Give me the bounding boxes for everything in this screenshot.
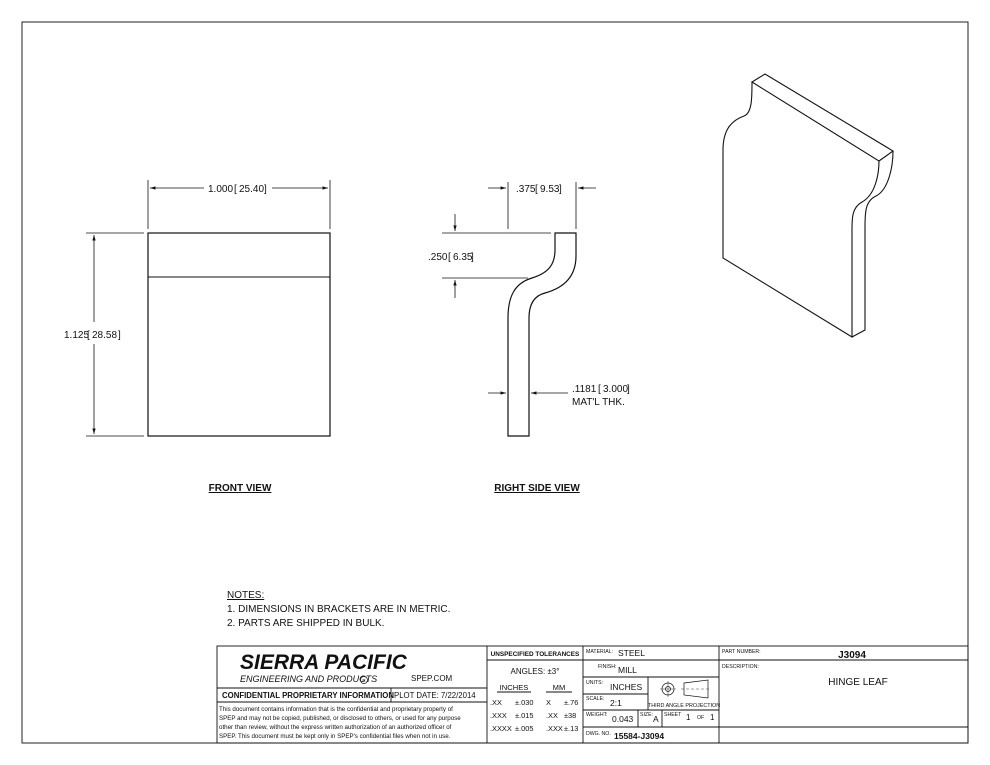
tol-fmt: X [546,698,551,707]
finish-value: MILL [618,665,637,675]
units-value: INCHES [610,682,642,692]
size-label: SIZE: [640,712,653,718]
confidential-text: other than review, without the express w… [219,724,452,731]
iso-top-face [751,73,895,162]
bracket: [ [535,184,538,195]
part-number: J3094 [838,650,866,661]
description-value: HINGE LEAF [828,677,887,688]
front-view: 1.000 [ 25.40 ] 1.125 [ 28.58 ] FRONT VI… [64,180,331,494]
side-thk-note: MAT'L THK. [572,397,625,408]
iso-front-face [722,81,880,338]
side-thk-dim-mm: 3.000 [603,384,628,395]
sheet-value: 1 [686,713,691,722]
tolerances-heading: UNSPECIFIED TOLERANCES [491,651,580,658]
bracket: ] [264,184,267,195]
part-number-label: PART NUMBER: [722,649,761,655]
size-value: A [653,714,659,724]
scale-value: 2:1 [610,698,622,708]
mm-label: MM [553,683,566,692]
sheet-total: 1 [710,713,715,722]
finish-label: FINISH: [598,664,616,670]
tol-value: ±.005 [515,724,533,733]
front-height-dim: 1.125 [64,330,89,341]
description-label: DESCRIPTION: [722,664,759,670]
third-angle-projection-icon [660,679,711,699]
of-label: OF [697,715,704,721]
dwg-label: DWG. NO. [586,731,611,737]
front-width-dim-mm: 25.40 [239,184,264,195]
side-thk-dim: .1181 [572,384,597,395]
company-website: SPEP.COM [411,674,453,683]
registered-mark: R [362,678,366,683]
units-label: UNITS: [586,680,603,686]
front-view-label: FRONT VIEW [209,483,272,494]
note-item: 2. PARTS ARE SHIPPED IN BULK. [227,618,384,629]
weight-label: WEIGHT: [586,712,608,718]
confidential-text: This document contains information that … [219,706,453,713]
plot-date: PLOT DATE: 7/22/2014 [394,691,476,700]
company-name: SIERRA PACIFIC [240,651,408,674]
isometric-view [722,73,895,338]
tol-value: ±.13 [564,724,578,733]
iso-right-face [851,150,894,338]
tol-value: ±.76 [564,698,578,707]
front-view-outline [147,232,331,437]
confidential-text: SPEP. This document must be kept only in… [219,733,451,740]
inches-label: INCHES [500,683,529,692]
front-width-dim: 1.000 [208,184,233,195]
bracket: ] [627,384,630,395]
notes: NOTES: 1. DIMENSIONS IN BRACKETS ARE IN … [227,590,450,629]
notes-heading: NOTES: [227,590,264,601]
weight-value: 0.043 [612,714,634,724]
tol-fmt: .XX [546,711,558,720]
tol-fmt: .XXX [546,724,563,733]
confidential-text: SPEP and may not be copied, published, o… [219,715,461,722]
company-subtitle: ENGINEERING AND PRODUCTS [240,674,377,684]
side-offset-dim-mm: 6.35 [453,252,473,263]
projection-label: THIRD ANGLE PROJECTION [648,703,720,709]
angles-tolerance: ANGLES: ±3° [511,667,560,676]
tol-value: ±.030 [515,698,533,707]
title-block [216,645,969,744]
tol-fmt: .XXXX [490,724,512,733]
title-block-frame [216,645,969,744]
front-height-dim-mm: 28.58 [92,330,117,341]
material-value: STEEL [618,648,645,658]
bracket: [ [234,184,237,195]
side-offset-dim: .250 [428,252,448,263]
scale-label: SCALE: [586,696,604,702]
confidential-title: CONFIDENTIAL PROPRIETARY INFORMATION [222,691,394,700]
registered-mark-icon [360,676,368,684]
tol-fmt: .XX [490,698,502,707]
side-view: .375 [ 9.53 ] .250 [ 6.35 ] .1181 [ 3.00… [428,182,630,494]
bracket: ] [471,252,474,263]
side-depth-dim: .375 [516,184,536,195]
bracket: [ [87,330,90,341]
note-item: 1. DIMENSIONS IN BRACKETS ARE IN METRIC. [227,604,450,615]
sheet-label: SHEET [664,712,682,718]
bracket: ] [118,330,121,341]
side-view-profile [507,232,577,437]
tol-value: ±.015 [515,711,533,720]
bracket: [ [598,384,601,395]
tol-value: ±38 [564,711,576,720]
tol-fmt: .XXX [490,711,507,720]
sheet-border [21,21,969,744]
material-label: MATERIAL: [586,649,613,655]
side-depth-dim-mm: 9.53 [540,184,560,195]
bracket: [ [448,252,451,263]
bracket: ] [559,184,562,195]
side-view-label: RIGHT SIDE VIEW [494,483,580,494]
dwg-number: 15584-J3094 [614,731,664,741]
